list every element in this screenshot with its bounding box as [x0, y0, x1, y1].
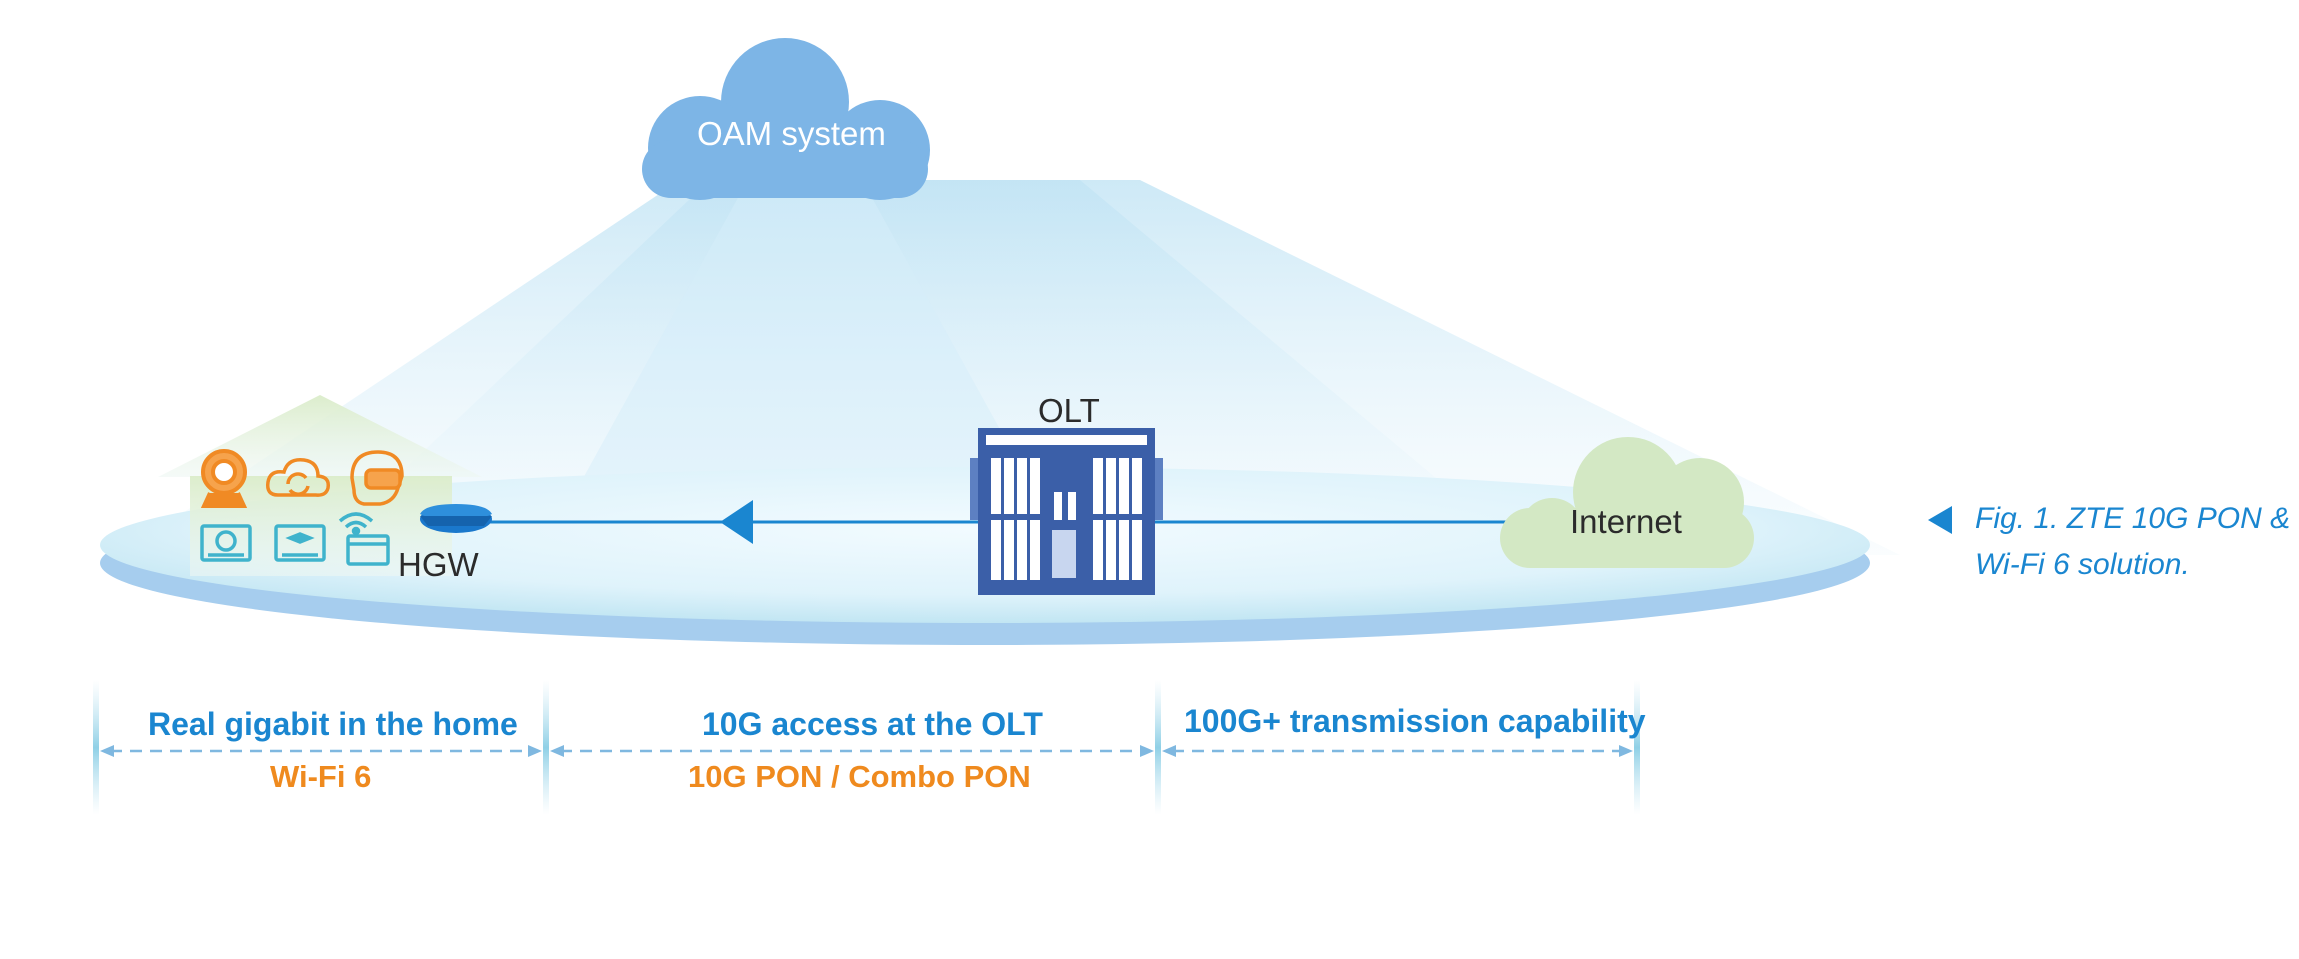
figure-caption: Fig. 1. ZTE 10G PON & Wi-Fi 6 solution. [1975, 496, 2290, 588]
hgw-label: HGW [398, 546, 479, 583]
e-learning-icon [274, 524, 326, 562]
figure-caption-line2: Wi-Fi 6 solution. [1975, 548, 2190, 581]
browser-window-icon [346, 534, 390, 566]
video-player-icon [200, 524, 252, 562]
segment-arrowheads [100, 745, 1633, 757]
segment-home-subtitle: Wi-Fi 6 [270, 759, 372, 794]
webcam-icon [200, 449, 248, 508]
segment-olt-subtitle: 10G PON / Combo PON [688, 759, 1031, 794]
oam-system-label: OAM system [697, 115, 886, 152]
downstream-arrow [720, 500, 753, 544]
segment-dividers [93, 680, 1640, 815]
vr-headset-icon [350, 450, 404, 506]
internet-label: Internet [1570, 503, 1682, 540]
caption-pointer-icon [1928, 506, 1952, 534]
wifi-icon [338, 512, 374, 536]
router-icon [420, 504, 492, 533]
internet-cloud [1500, 437, 1754, 568]
segment-olt-title: 10G access at the OLT [702, 706, 1043, 742]
segment-transmission-title: 100G+ transmission capability [1184, 703, 1646, 739]
oam-beams [120, 180, 1900, 555]
cloud-sync-icon [265, 458, 331, 497]
olt-label: OLT [1038, 392, 1100, 429]
oam-cloud [642, 38, 930, 200]
figure-caption-line1: Fig. 1. ZTE 10G PON & [1975, 502, 2291, 535]
segment-home-title: Real gigabit in the home [148, 706, 518, 742]
olt-chassis-icon [970, 428, 1163, 595]
